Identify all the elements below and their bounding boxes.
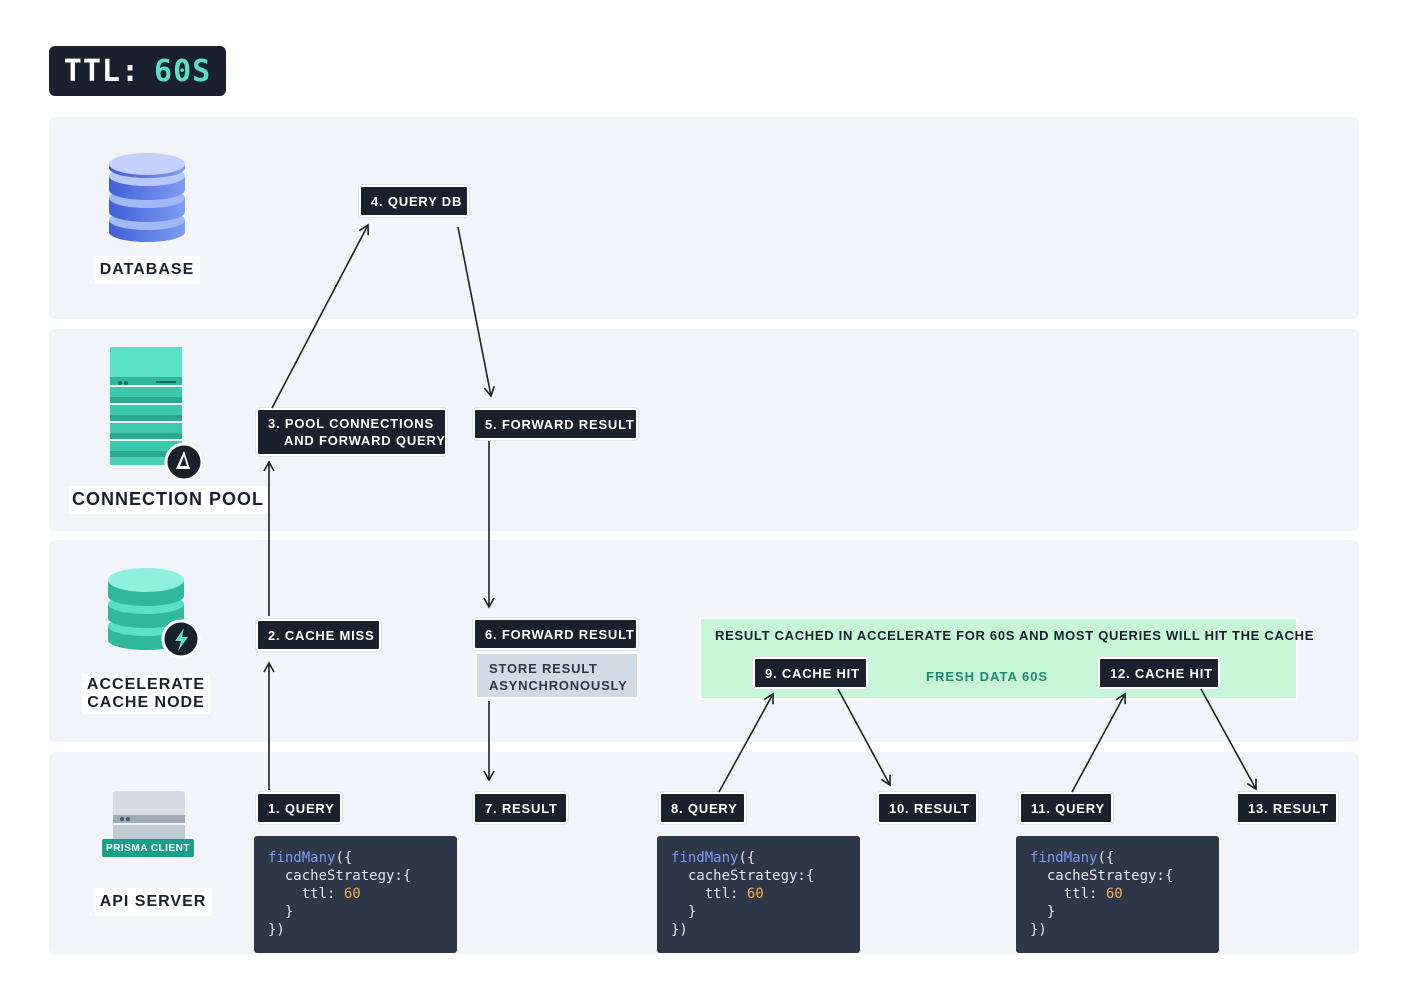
- connection-pool-label: CONNECTION POOL: [69, 486, 267, 514]
- code-fn: findMany: [1030, 850, 1098, 866]
- code-snippet-3: findMany({ cacheStrategy:{ ttl: 60 } }): [1016, 836, 1219, 953]
- code-ttl-value: 60: [1105, 886, 1123, 902]
- database-label: DATABASE: [94, 256, 200, 284]
- code-line4: }: [1030, 904, 1056, 920]
- ttl-prefix: TTL:: [63, 53, 141, 89]
- step-4-query-db: 4. QUERY DB: [359, 185, 469, 217]
- code-line4: }: [268, 904, 294, 920]
- step-12-cache-hit: 12. CACHE HIT: [1098, 657, 1220, 689]
- code-open: ({: [1097, 850, 1115, 866]
- code-fn: findMany: [268, 850, 336, 866]
- code-line2: cacheStrategy:{: [671, 868, 815, 884]
- code-line5: }): [268, 922, 285, 938]
- code-line3-key: ttl:: [671, 886, 747, 902]
- code-ttl-value: 60: [746, 886, 764, 902]
- code-snippet-2: findMany({ cacheStrategy:{ ttl: 60 } }): [657, 836, 860, 953]
- step-7-result: 7. RESULT: [473, 792, 568, 824]
- code-open: ({: [738, 850, 756, 866]
- code-fn: findMany: [671, 850, 739, 866]
- api-server-label: API SERVER: [94, 888, 212, 916]
- code-line4: }: [671, 904, 697, 920]
- code-ttl-value: 60: [343, 886, 361, 902]
- step-9-cache-hit: 9. CACHE HIT: [753, 657, 868, 689]
- code-snippet-1: findMany({ cacheStrategy:{ ttl: 60 } }): [254, 836, 457, 953]
- step-3-line1: 3. POOL CONNECTIONS: [268, 416, 434, 431]
- cache-node-icon: [108, 568, 201, 659]
- store-line1: STORE RESULT: [489, 661, 598, 676]
- database-icon: [109, 153, 185, 242]
- ttl-value: 60S: [154, 53, 212, 89]
- code-line3-key: ttl:: [1030, 886, 1106, 902]
- accelerate-label-line1: ACCELERATE: [86, 676, 206, 694]
- step-3-pool-connections: 3. POOL CONNECTIONS AND FORWARD QUERY: [256, 408, 447, 456]
- prisma-client-badge: PRISMA CLIENT: [102, 839, 194, 857]
- fresh-data-label: FRESH DATA 60S: [926, 669, 1049, 684]
- store-line2: ASYNCHRONOUSLY: [489, 678, 628, 693]
- api-server-icon: [113, 791, 185, 839]
- accelerate-label-line2: CACHE NODE: [87, 694, 205, 711]
- server-rack-icon: [110, 347, 202, 480]
- step-11-query: 11. QUERY: [1019, 792, 1113, 824]
- step-5-forward-result: 5. FORWARD RESULT: [473, 408, 638, 440]
- step-8-query: 8. QUERY: [659, 792, 746, 824]
- step-6-forward-result: 6. FORWARD RESULT: [473, 618, 638, 650]
- cache-banner-text: RESULT CACHED IN ACCELERATE FOR 60S AND …: [715, 628, 1315, 643]
- code-line5: }): [671, 922, 688, 938]
- code-line5: }): [1030, 922, 1047, 938]
- store-async-note: STORE RESULT ASYNCHRONOUSLY: [475, 652, 639, 699]
- step-3-line2: AND FORWARD QUERY: [284, 433, 446, 448]
- code-line2: cacheStrategy:{: [1030, 868, 1174, 884]
- code-line2: cacheStrategy:{: [268, 868, 412, 884]
- accelerate-label: ACCELERATE CACHE NODE: [82, 674, 210, 714]
- step-13-result: 13. RESULT: [1236, 792, 1338, 824]
- code-line3-key: ttl:: [268, 886, 344, 902]
- code-open: ({: [335, 850, 353, 866]
- database-lane: [49, 117, 1359, 319]
- ttl-badge: TTL: 60S: [49, 46, 226, 96]
- step-1-query: 1. QUERY: [256, 792, 342, 824]
- step-2-cache-miss: 2. CACHE MISS: [256, 619, 381, 651]
- step-10-result: 10. RESULT: [877, 792, 978, 824]
